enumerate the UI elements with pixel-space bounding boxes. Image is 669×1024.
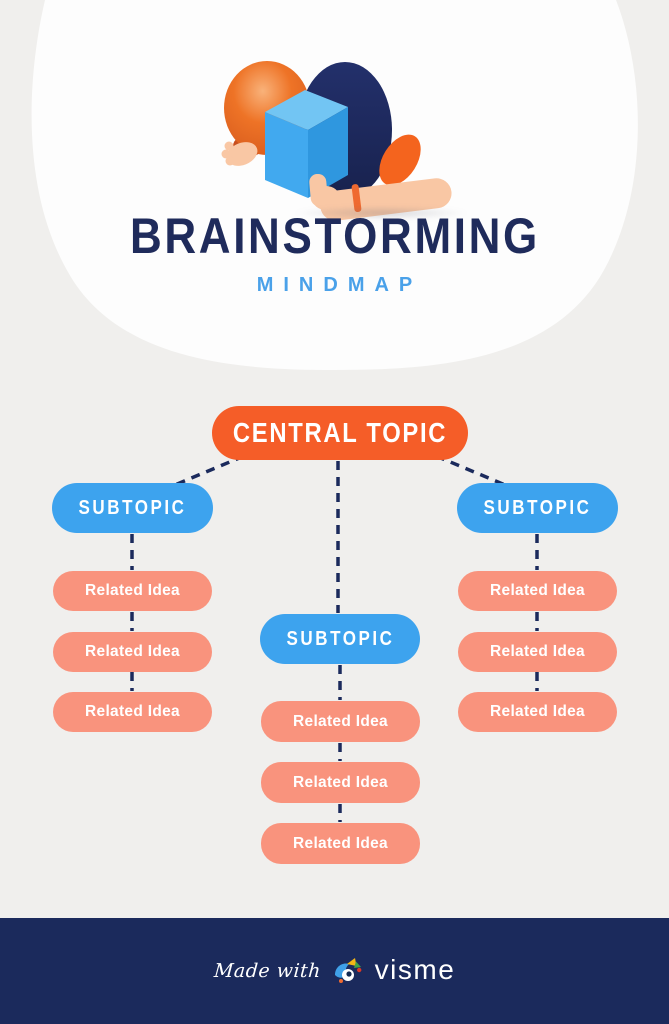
related-idea-node: Related Idea xyxy=(53,692,212,732)
visme-wordmark: visme xyxy=(374,954,456,985)
page-title: BRAINSTORMING xyxy=(129,208,540,264)
right-arm xyxy=(309,173,452,221)
visme-logo-icon xyxy=(334,958,362,983)
related-idea-node: Related Idea xyxy=(53,632,212,672)
footer-bar: Made with visme xyxy=(0,918,669,1024)
related-idea-node: Related Idea xyxy=(458,692,617,732)
related-idea-node: Related Idea xyxy=(458,632,617,672)
subtopic-node-left: SUBTOPIC xyxy=(52,483,213,533)
related-idea-node: Related Idea xyxy=(261,762,420,803)
illustration-shadow xyxy=(293,206,469,220)
related-idea-node: Related Idea xyxy=(53,571,212,611)
page-subtitle: MINDMAP xyxy=(256,274,423,296)
related-idea-node: Related Idea xyxy=(261,823,420,864)
brainstorming-illustration xyxy=(221,61,452,221)
made-with-text: Made with xyxy=(212,960,322,982)
left-hand xyxy=(221,141,258,166)
subtopic-node-right: SUBTOPIC xyxy=(457,483,618,533)
related-idea-node: Related Idea xyxy=(261,701,420,742)
orange-sleeve xyxy=(379,134,421,186)
subtopic-node-center: SUBTOPIC xyxy=(260,614,420,664)
central-topic-node: CENTRAL TOPIC xyxy=(212,406,468,460)
blue-cube xyxy=(265,90,348,198)
related-idea-node: Related Idea xyxy=(458,571,617,611)
